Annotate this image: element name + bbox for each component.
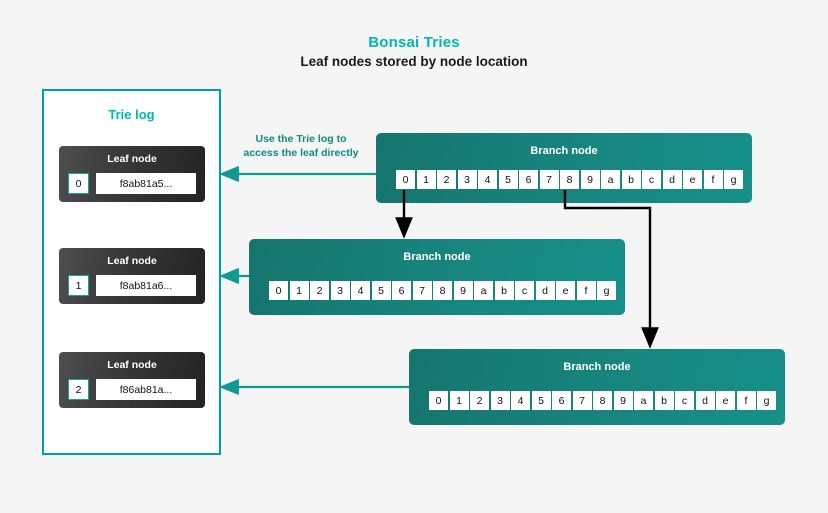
leaf-hash-value: f8ab81a6... — [96, 275, 196, 296]
leaf-index-box: 0 — [68, 173, 89, 194]
branch-cell-9[interactable]: 9 — [453, 281, 473, 300]
branch-cell-1[interactable]: 1 — [449, 391, 469, 410]
leaf-node-row: 2 f86ab81a... — [68, 379, 196, 400]
branch-node-label: Branch node — [530, 145, 598, 157]
branch-cell-4[interactable]: 4 — [511, 391, 530, 410]
branch-cell-a[interactable]: a — [601, 170, 620, 189]
branch-cell-6[interactable]: 6 — [519, 170, 538, 189]
leaf-node-0[interactable]: Leaf node 0 f8ab81a5... — [59, 146, 205, 202]
branch-cell-8[interactable]: 8 — [433, 281, 452, 300]
branch-cell-e[interactable]: e — [716, 391, 735, 410]
branch-cell-a[interactable]: a — [634, 391, 653, 410]
branch-cell-7[interactable]: 7 — [539, 170, 559, 189]
branch-cell-0[interactable]: 0 — [269, 281, 288, 300]
branch-cell-c[interactable]: c — [675, 391, 694, 410]
leaf-node-2[interactable]: Leaf node 2 f86ab81a... — [59, 352, 205, 408]
branch-cell-5[interactable]: 5 — [531, 391, 551, 410]
branch-cell-f[interactable]: f — [576, 281, 596, 300]
branch-cell-f[interactable]: f — [736, 391, 756, 410]
branch-cell-g[interactable]: g — [757, 391, 776, 410]
branch-cell-e[interactable]: e — [556, 281, 575, 300]
branch-cell-2[interactable]: 2 — [470, 391, 489, 410]
branch-cell-3[interactable]: 3 — [490, 391, 510, 410]
branch-cell-b[interactable]: b — [621, 170, 641, 189]
branch-cell-4[interactable]: 4 — [478, 170, 497, 189]
leaf-node-row: 0 f8ab81a5... — [68, 173, 196, 194]
branch-cell-f[interactable]: f — [703, 170, 723, 189]
leaf-node-label: Leaf node — [107, 359, 157, 371]
leaf-node-label: Leaf node — [107, 153, 157, 165]
leaf-index-box: 2 — [68, 379, 89, 400]
branch-cell-7[interactable]: 7 — [572, 391, 592, 410]
trie-log-title: Trie log — [108, 107, 155, 122]
branch-cell-9[interactable]: 9 — [613, 391, 633, 410]
branch-cell-8[interactable]: 8 — [560, 170, 579, 189]
branch-cell-d[interactable]: d — [695, 391, 715, 410]
branch-cell-7[interactable]: 7 — [412, 281, 432, 300]
branch-cell-8[interactable]: 8 — [593, 391, 612, 410]
annotation-text: Use the Trie log to access the leaf dire… — [226, 133, 376, 160]
branch-cell-3[interactable]: 3 — [330, 281, 350, 300]
branch-cell-g[interactable]: g — [597, 281, 616, 300]
annotation-line-1: Use the Trie log to — [255, 133, 347, 145]
branch-node-label: Branch node — [563, 361, 631, 373]
leaf-node-row: 1 f8ab81a6... — [68, 275, 196, 296]
branch-cell-2[interactable]: 2 — [437, 170, 456, 189]
page-title: Bonsai Tries — [368, 34, 460, 51]
branch-cell-9[interactable]: 9 — [580, 170, 600, 189]
branch-cell-g[interactable]: g — [724, 170, 743, 189]
branch-cell-d[interactable]: d — [662, 170, 682, 189]
branch-cell-d[interactable]: d — [535, 281, 555, 300]
annotation-line-2: access the leaf directly — [243, 146, 359, 159]
branch-cell-0[interactable]: 0 — [396, 170, 415, 189]
leaf-index-box: 1 — [68, 275, 89, 296]
branch-cell-6[interactable]: 6 — [552, 391, 571, 410]
branch-cell-a[interactable]: a — [474, 281, 493, 300]
leaf-hash-value: f86ab81a... — [96, 379, 196, 400]
branch-cell-c[interactable]: c — [515, 281, 534, 300]
branch-cell-6[interactable]: 6 — [392, 281, 411, 300]
leaf-node-label: Leaf node — [107, 255, 157, 267]
branch-cell-1[interactable]: 1 — [289, 281, 309, 300]
branch-cell-5[interactable]: 5 — [498, 170, 518, 189]
branch-cell-e[interactable]: e — [683, 170, 702, 189]
leaf-hash-value: f8ab81a5... — [96, 173, 196, 194]
branch-cell-0[interactable]: 0 — [429, 391, 448, 410]
branch-node-label: Branch node — [403, 251, 471, 263]
branch-cell-c[interactable]: c — [642, 170, 661, 189]
leaf-node-1[interactable]: Leaf node 1 f8ab81a6... — [59, 248, 205, 304]
branch-cell-5[interactable]: 5 — [371, 281, 391, 300]
branch-cell-2[interactable]: 2 — [310, 281, 329, 300]
branch-cell-b[interactable]: b — [654, 391, 674, 410]
branch-cell-4[interactable]: 4 — [351, 281, 370, 300]
branch-cell-b[interactable]: b — [494, 281, 514, 300]
page-subtitle: Leaf nodes stored by node location — [300, 54, 528, 69]
branch-cell-1[interactable]: 1 — [416, 170, 436, 189]
branch-cell-3[interactable]: 3 — [457, 170, 477, 189]
